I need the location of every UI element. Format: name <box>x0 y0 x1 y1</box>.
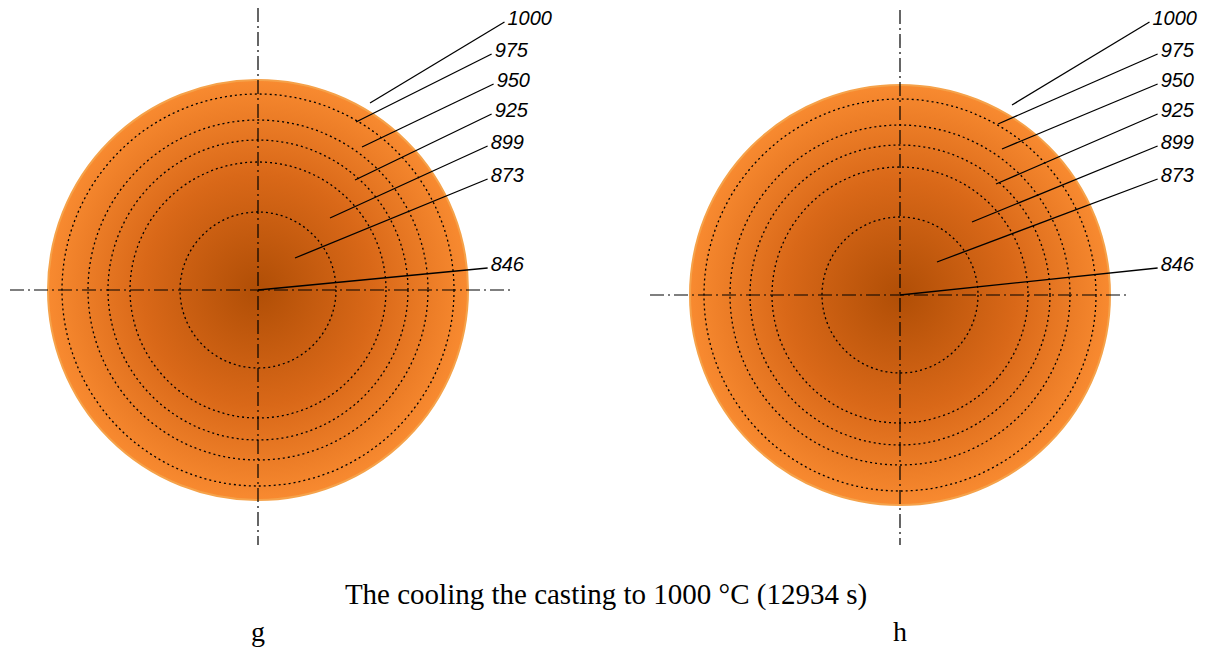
isotherm-value: 1000 <box>508 8 553 28</box>
leader-line <box>355 114 492 180</box>
figure-caption: The cooling the casting to 1000 °C (1293… <box>345 580 867 609</box>
leader-line <box>362 84 494 147</box>
leader-line <box>1012 22 1150 105</box>
isotherm-value: 846 <box>1161 254 1194 274</box>
isotherm-value: 873 <box>491 165 524 185</box>
leader-line <box>258 268 488 290</box>
isotherm-value: 899 <box>1161 132 1194 152</box>
isotherm-value: 950 <box>1161 70 1194 90</box>
leader-line <box>937 179 1158 262</box>
leader-line <box>356 54 492 122</box>
casting-section <box>650 10 1130 545</box>
leader-line <box>998 54 1158 124</box>
leader-line <box>900 268 1158 295</box>
leader-lines <box>258 22 1158 295</box>
isotherm-value: 925 <box>495 100 528 120</box>
subfigure-letter: g <box>251 618 265 646</box>
leader-line <box>370 22 505 103</box>
axis-line <box>899 10 900 545</box>
isotherm-value: 873 <box>1161 165 1194 185</box>
casting-section <box>10 8 510 545</box>
isotherm-value: 925 <box>1161 100 1194 120</box>
leader-line <box>295 179 488 258</box>
isotherm-value: 899 <box>491 132 524 152</box>
isotherm-value: 950 <box>497 70 530 90</box>
leader-line <box>330 146 488 218</box>
axis-line <box>650 294 1130 295</box>
axis-line <box>257 8 258 545</box>
subfigure-letter: h <box>893 618 907 646</box>
isotherm-value: 1000 <box>1153 8 1198 28</box>
leader-line <box>972 146 1158 222</box>
isotherm-value: 975 <box>1161 40 1194 60</box>
isotherm-value: 846 <box>491 254 524 274</box>
isotherm-value: 975 <box>495 40 528 60</box>
leader-line <box>1002 84 1158 149</box>
leader-line <box>996 114 1158 184</box>
